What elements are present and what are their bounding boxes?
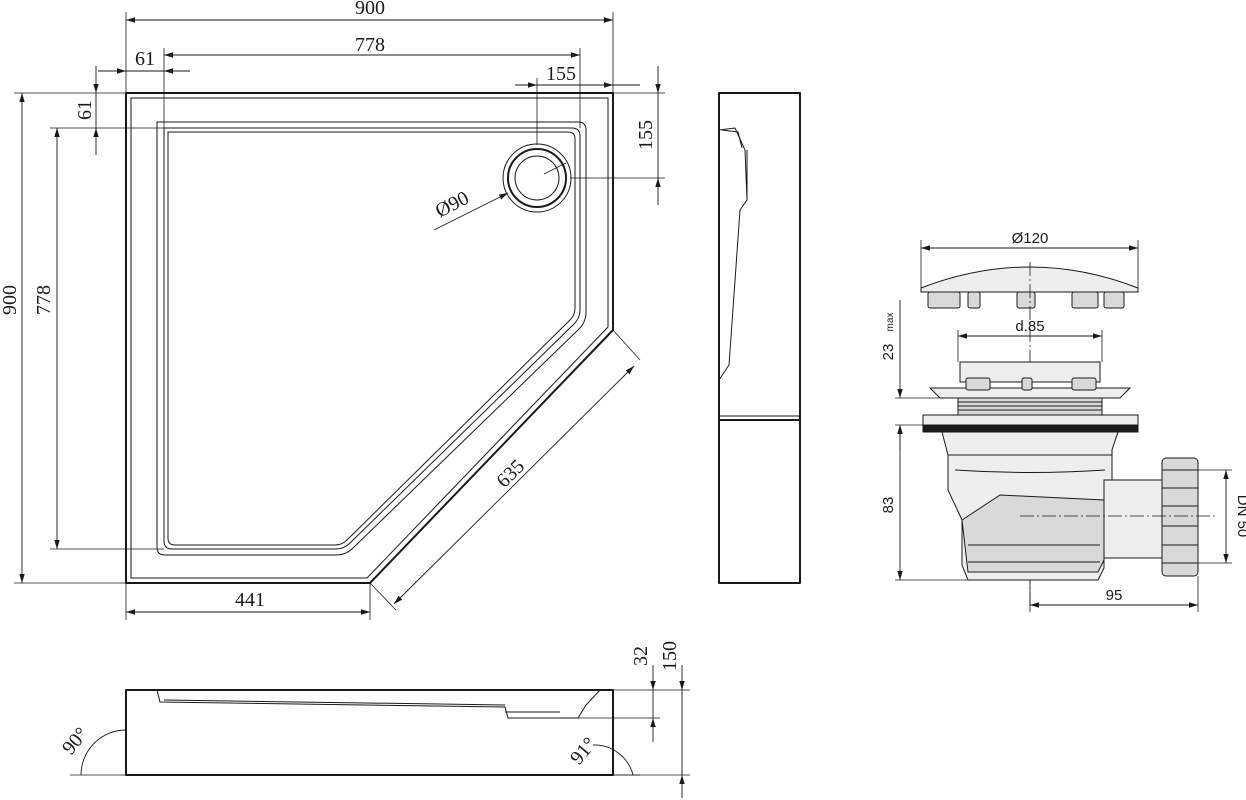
- dim-text-drain-diameter: Ø90: [432, 187, 473, 222]
- dim-text-61-top: 61: [135, 48, 155, 70]
- plan-view: 900 778 61 155 900: [0, 0, 665, 620]
- side-view: [718, 92, 801, 584]
- tray-basin-outline: [163, 127, 581, 550]
- dim-outlet-size: DN 50: [1198, 469, 1246, 564]
- tray-base-plate: [922, 424, 1139, 433]
- dim-text-155-top: 155: [546, 63, 576, 85]
- dim-text-900-top: 900: [355, 0, 385, 19]
- dim-max-height: 23 max: [880, 300, 940, 450]
- angle-90: 90°: [58, 723, 127, 776]
- dim-text-cover-diameter: Ø120: [1012, 230, 1049, 247]
- dim-text-dn50: DN 50: [1234, 495, 1246, 538]
- dim-rim-depth: 32: [560, 646, 690, 742]
- tray-rim-line: [130, 97, 609, 579]
- dim-text-61-left: 61: [74, 100, 96, 120]
- siphon-body-top: [928, 361, 1132, 416]
- dim-cover-diameter: Ø120: [920, 230, 1139, 288]
- dim-drain-offset-y: 155: [570, 66, 665, 205]
- angle-text-91: 91°: [566, 733, 601, 769]
- dim-text-155-right: 155: [635, 120, 657, 150]
- tray-outer-outline: [125, 92, 614, 584]
- dim-overall-height: 900: [0, 92, 126, 584]
- dim-text-32: 32: [630, 646, 652, 666]
- dim-text-900-left: 900: [0, 285, 21, 315]
- section-view: 90° 91° 32 150: [58, 641, 690, 798]
- dim-total-height: 150: [613, 641, 690, 798]
- dim-drain-height: 83: [880, 424, 968, 581]
- angle-text-90: 90°: [58, 723, 93, 759]
- dim-text-max: max: [885, 313, 896, 332]
- dim-text-441: 441: [235, 589, 265, 611]
- dim-text-635: 635: [492, 455, 529, 492]
- dim-drain-offset-x: 155: [515, 63, 640, 145]
- drain-hole: [502, 143, 572, 213]
- siphon-body: [941, 431, 1215, 581]
- dim-overall-width: 900: [125, 0, 614, 93]
- angle-91: 91°: [566, 733, 640, 776]
- dim-text-150: 150: [659, 641, 681, 671]
- dim-text-778-top: 778: [355, 34, 385, 56]
- dim-inner-height: 778: [33, 127, 164, 550]
- dim-body-diameter: d.85: [957, 318, 1103, 362]
- tray-rim-inner-line: [156, 121, 587, 556]
- dim-text-778-left: 778: [33, 285, 55, 315]
- dim-inner-width: 778: [163, 34, 581, 128]
- dim-drain-diameter: Ø90: [432, 162, 567, 231]
- siphon-detail: Ø120 d.85: [880, 230, 1246, 612]
- dim-offset-left: 61: [98, 48, 190, 74]
- dim-text-95: 95: [1106, 587, 1123, 604]
- side-view-outline: [718, 92, 801, 584]
- dim-front-width: 441: [125, 583, 371, 620]
- dim-offset-top: 61: [74, 66, 99, 155]
- dim-outlet-offset: 95: [1029, 576, 1199, 612]
- dim-text-23: 23: [880, 344, 897, 361]
- dim-text-body-diameter: d.85: [1015, 318, 1044, 335]
- dim-text-83: 83: [880, 497, 897, 514]
- dim-diagonal: 635: [369, 329, 641, 611]
